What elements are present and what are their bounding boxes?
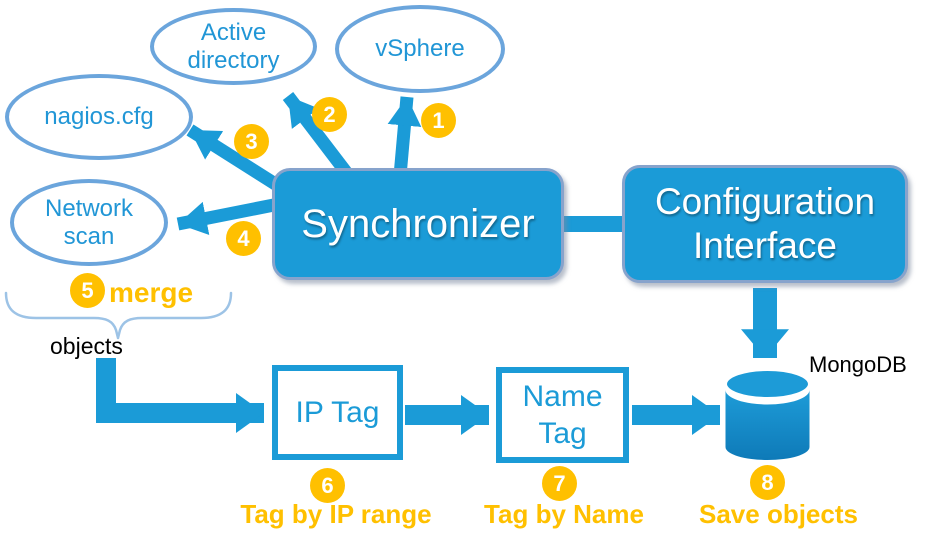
- node-configuration-interface: Configuration Interface: [622, 165, 908, 283]
- node-nagios-cfg: nagios.cfg: [5, 74, 193, 160]
- label-tag-by-ip-range: Tag by IP range: [240, 499, 432, 529]
- step-badge-1: 1: [421, 103, 456, 138]
- node-vsphere-label: vSphere: [375, 35, 465, 63]
- node-name-tag-label: Name Tag: [522, 379, 603, 451]
- mongodb-cylinder-lid: [724, 368, 811, 400]
- step-badge-2: 2: [312, 97, 347, 132]
- node-active-directory-label: Active directory: [187, 18, 280, 74]
- label-objects: objects: [50, 333, 123, 359]
- step-badge-8: 8: [750, 465, 785, 500]
- arrow-sync-to-vsphere: [387, 96, 422, 177]
- node-network-scan: Network scan: [10, 179, 168, 266]
- step-badge-4: 4: [226, 221, 261, 256]
- node-ip-tag: IP Tag: [272, 365, 403, 460]
- node-name-tag: Name Tag: [496, 367, 629, 463]
- label-save-objects: Save objects: [699, 499, 858, 529]
- step-badge-7: 7: [542, 466, 577, 501]
- node-synchronizer: Synchronizer: [272, 168, 564, 280]
- mongodb-cylinder-body: [725, 390, 810, 461]
- node-network-scan-label: Network scan: [44, 194, 134, 250]
- mongodb-database-icon: [724, 368, 811, 461]
- step-badge-6: 6: [310, 468, 345, 503]
- node-configuration-interface-label: Configuration Interface: [654, 180, 876, 266]
- node-vsphere: vSphere: [335, 5, 505, 93]
- arrow-objects-to-ip-tag: [96, 358, 264, 433]
- label-tag-by-name: Tag by Name: [484, 499, 644, 529]
- label-merge: merge: [109, 277, 194, 308]
- step-badge-3: 3: [234, 124, 269, 159]
- step-badge-5: 5: [70, 273, 105, 308]
- node-nagios-cfg-label: nagios.cfg: [44, 103, 154, 131]
- node-ip-tag-label: IP Tag: [295, 395, 380, 429]
- node-active-directory: Active directory: [150, 8, 317, 85]
- label-mongodb: MongoDB: [809, 352, 907, 377]
- node-synchronizer-label: Synchronizer: [301, 201, 535, 246]
